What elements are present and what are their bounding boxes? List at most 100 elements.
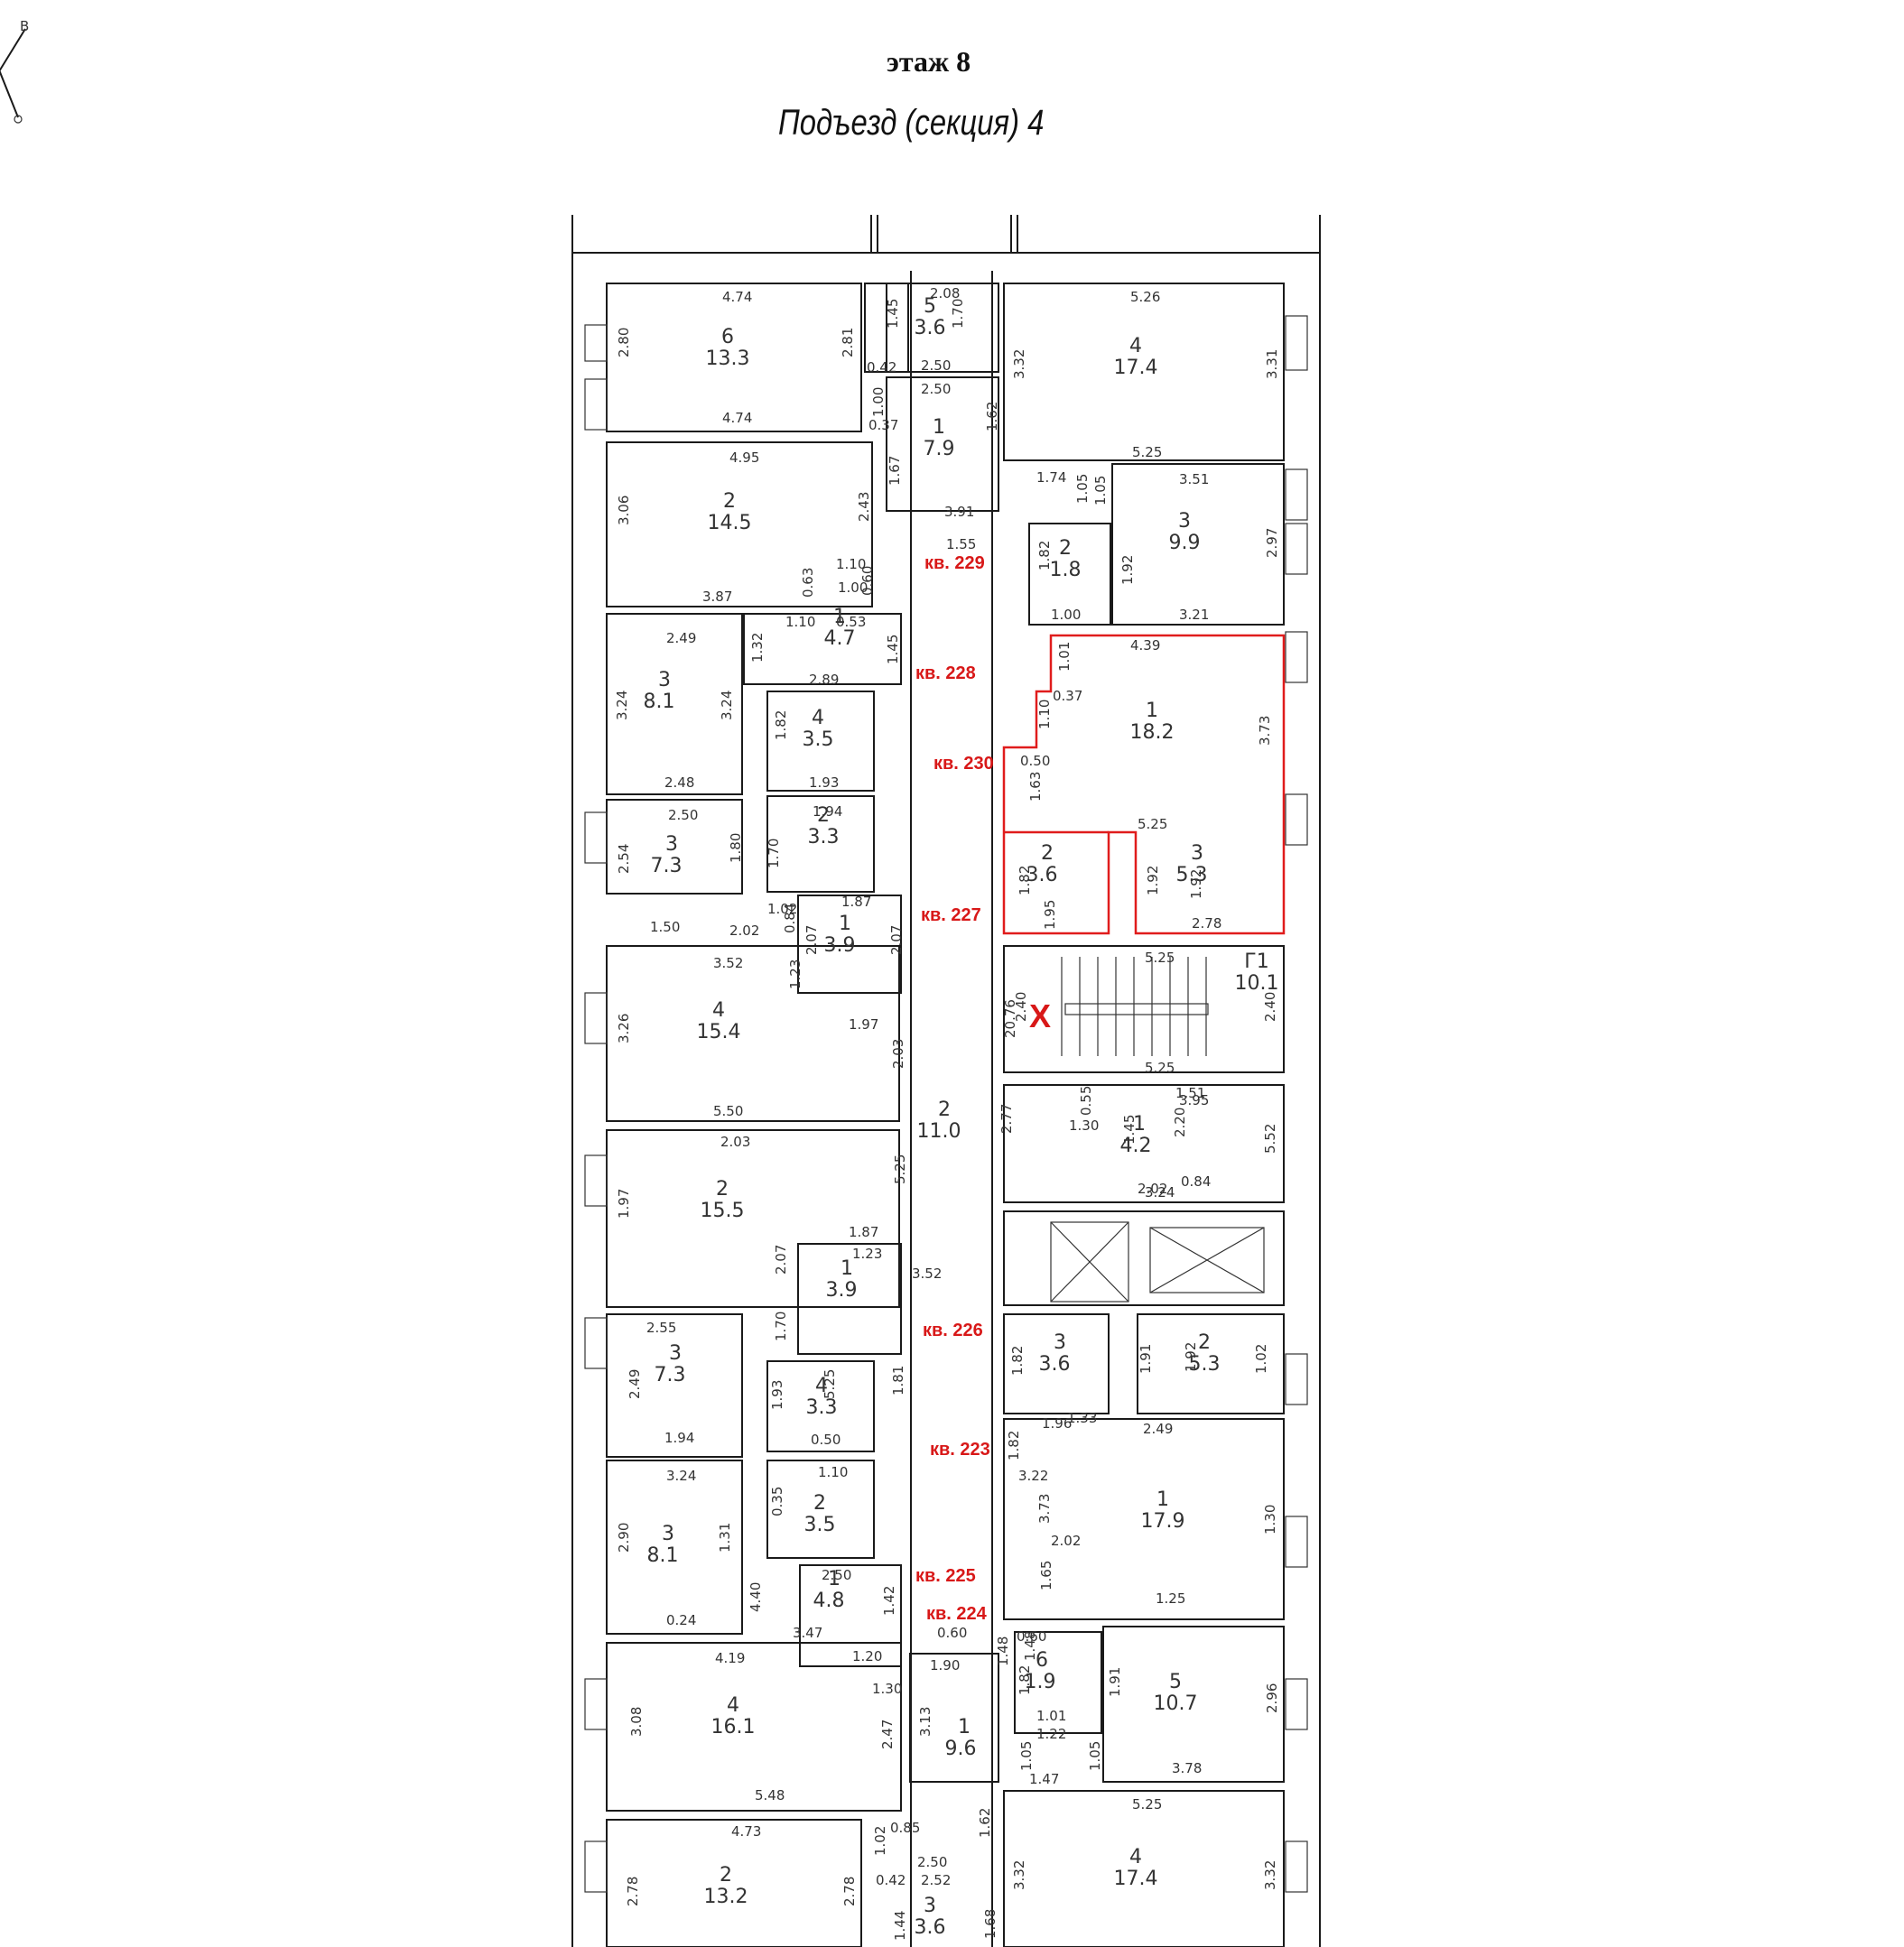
dimension-label: 2.03 — [720, 1134, 750, 1150]
dimension-label: 1.82 — [1009, 1346, 1026, 1376]
apartment-label: кв. 224 — [926, 1604, 988, 1624]
dimension-label: 3.73 — [1257, 716, 1273, 746]
svg-text:2: 2 — [1059, 537, 1072, 560]
svg-text:15.5: 15.5 — [701, 1200, 745, 1222]
svg-text:1.9: 1.9 — [1025, 1671, 1056, 1693]
dimension-label: 3.31 — [1264, 349, 1280, 379]
dimension-label: 2.97 — [1264, 528, 1280, 558]
svg-text:17.9: 17.9 — [1141, 1510, 1185, 1533]
svg-text:13.2: 13.2 — [704, 1886, 748, 1908]
svg-text:1: 1 — [1156, 1488, 1169, 1511]
dimension-label: 2.50 — [668, 807, 698, 823]
dimension-label: 2.07 — [888, 925, 905, 955]
svg-text:10.7: 10.7 — [1154, 1692, 1198, 1715]
dimension-label: 5.25 — [1138, 816, 1167, 832]
dimension-label: 1.50 — [650, 919, 680, 935]
room-label: 39.9 — [1169, 510, 1201, 554]
staircase — [1003, 945, 1285, 1073]
dimension-label: 1.30 — [872, 1681, 902, 1697]
dimension-label: 0.37 — [1053, 688, 1082, 704]
dimension-label: 1.01 — [1056, 642, 1073, 672]
svg-text:5: 5 — [924, 295, 936, 318]
svg-text:3.6: 3.6 — [915, 1916, 946, 1939]
dimension-label: 5.25 — [1145, 1060, 1175, 1076]
room-label: 415.4 — [697, 999, 741, 1043]
dimension-label: 2.50 — [921, 357, 951, 374]
dimension-label: 1.05 — [1092, 476, 1109, 505]
svg-text:9.6: 9.6 — [945, 1738, 977, 1760]
svg-text:2: 2 — [720, 1864, 732, 1887]
dimension-label: 5.50 — [713, 1103, 743, 1119]
svg-text:3: 3 — [924, 1895, 936, 1917]
dimension-label: 20.76 — [1002, 999, 1018, 1038]
svg-text:4: 4 — [1129, 1846, 1142, 1868]
room-label: 35.3 — [1176, 842, 1208, 886]
compass-icon: В — [0, 18, 29, 124]
svg-text:2: 2 — [1198, 1331, 1211, 1354]
apartment-label: кв. 230 — [933, 754, 994, 774]
room-label: 37.3 — [655, 1342, 686, 1386]
compass-letter-east: В — [20, 18, 29, 34]
dimension-label: 2.81 — [840, 328, 856, 357]
dimension-label: 0.37 — [868, 417, 898, 433]
section-title: Подъезд (секция) 4 — [778, 103, 1045, 143]
dimension-label: 5.25 — [1145, 950, 1175, 966]
dimension-label: 2.78 — [625, 1877, 641, 1906]
dimension-label: 1.81 — [890, 1366, 906, 1395]
svg-text:16.1: 16.1 — [711, 1716, 756, 1738]
dimension-label: 3.21 — [1179, 607, 1209, 623]
room-label: 14.7 — [824, 606, 856, 650]
room-label: 23.5 — [804, 1492, 836, 1536]
room-label: 117.9 — [1141, 1488, 1185, 1533]
floor-title: этаж 8 — [887, 45, 971, 78]
svg-text:15.4: 15.4 — [697, 1021, 741, 1043]
dimension-label: 1.23 — [787, 960, 803, 989]
dimension-label: 1.45 — [885, 635, 901, 664]
dimension-label: 4.39 — [1130, 637, 1160, 654]
dimension-label: 3.51 — [1179, 471, 1209, 487]
dimension-label: 1.02 — [872, 1826, 888, 1856]
dimension-label: 2.02 — [1051, 1533, 1081, 1549]
dimension-label: 2.90 — [616, 1523, 632, 1553]
dimension-label: 4.95 — [729, 450, 759, 466]
dimension-label: 0.55 — [1078, 1086, 1094, 1116]
dimension-label: 1.00 — [870, 387, 887, 417]
apartment-label: кв. 229 — [924, 553, 985, 573]
dimension-label: 1.44 — [892, 1911, 908, 1941]
dimension-label: 3.06 — [616, 496, 632, 525]
building-outline — [571, 215, 1321, 1947]
room-label: 37.3 — [651, 833, 683, 877]
svg-text:4.2: 4.2 — [1120, 1135, 1152, 1157]
svg-text:3.3: 3.3 — [808, 826, 840, 848]
dimension-label: 2.43 — [856, 492, 872, 522]
dimension-label: 3.78 — [1172, 1760, 1202, 1776]
room-label: 215.5 — [701, 1178, 745, 1222]
dimension-label: 1.48 — [1022, 1631, 1038, 1661]
dimension-label: 1.97 — [616, 1189, 632, 1219]
dimension-label: 3.24 — [1145, 1184, 1175, 1201]
dimension-label: 2.89 — [809, 672, 839, 688]
dimension-label: 4.74 — [722, 289, 752, 305]
dimension-label: 1.00 — [1051, 607, 1081, 623]
room-label: 19.6 — [945, 1716, 977, 1760]
dimension-label: 1.30 — [1262, 1505, 1278, 1534]
svg-text:1: 1 — [958, 1716, 971, 1738]
dimension-label: 3.32 — [1262, 1860, 1278, 1890]
svg-text:2: 2 — [716, 1178, 729, 1201]
svg-text:17.4: 17.4 — [1114, 1868, 1158, 1890]
svg-text:5: 5 — [1169, 1671, 1182, 1693]
room-label: 23.3 — [808, 804, 840, 848]
dimension-label: 1.82 — [1036, 541, 1053, 570]
dimension-label: 1.94 — [664, 1430, 694, 1446]
dimension-label: 1.10 — [785, 614, 815, 630]
dimension-label: 3.87 — [702, 589, 732, 605]
dimension-label: 1.92 — [1145, 866, 1161, 895]
room-label: 613.3 — [706, 326, 750, 370]
room-label: 211.0 — [917, 1099, 961, 1143]
svg-text:3: 3 — [1054, 1331, 1066, 1354]
dimension-label: 1.91 — [1107, 1667, 1123, 1697]
dimension-label: 1.90 — [930, 1657, 960, 1673]
room-label: 417.4 — [1114, 1846, 1158, 1890]
dimension-label: 1.65 — [1038, 1561, 1054, 1590]
svg-text:2: 2 — [813, 1492, 826, 1515]
